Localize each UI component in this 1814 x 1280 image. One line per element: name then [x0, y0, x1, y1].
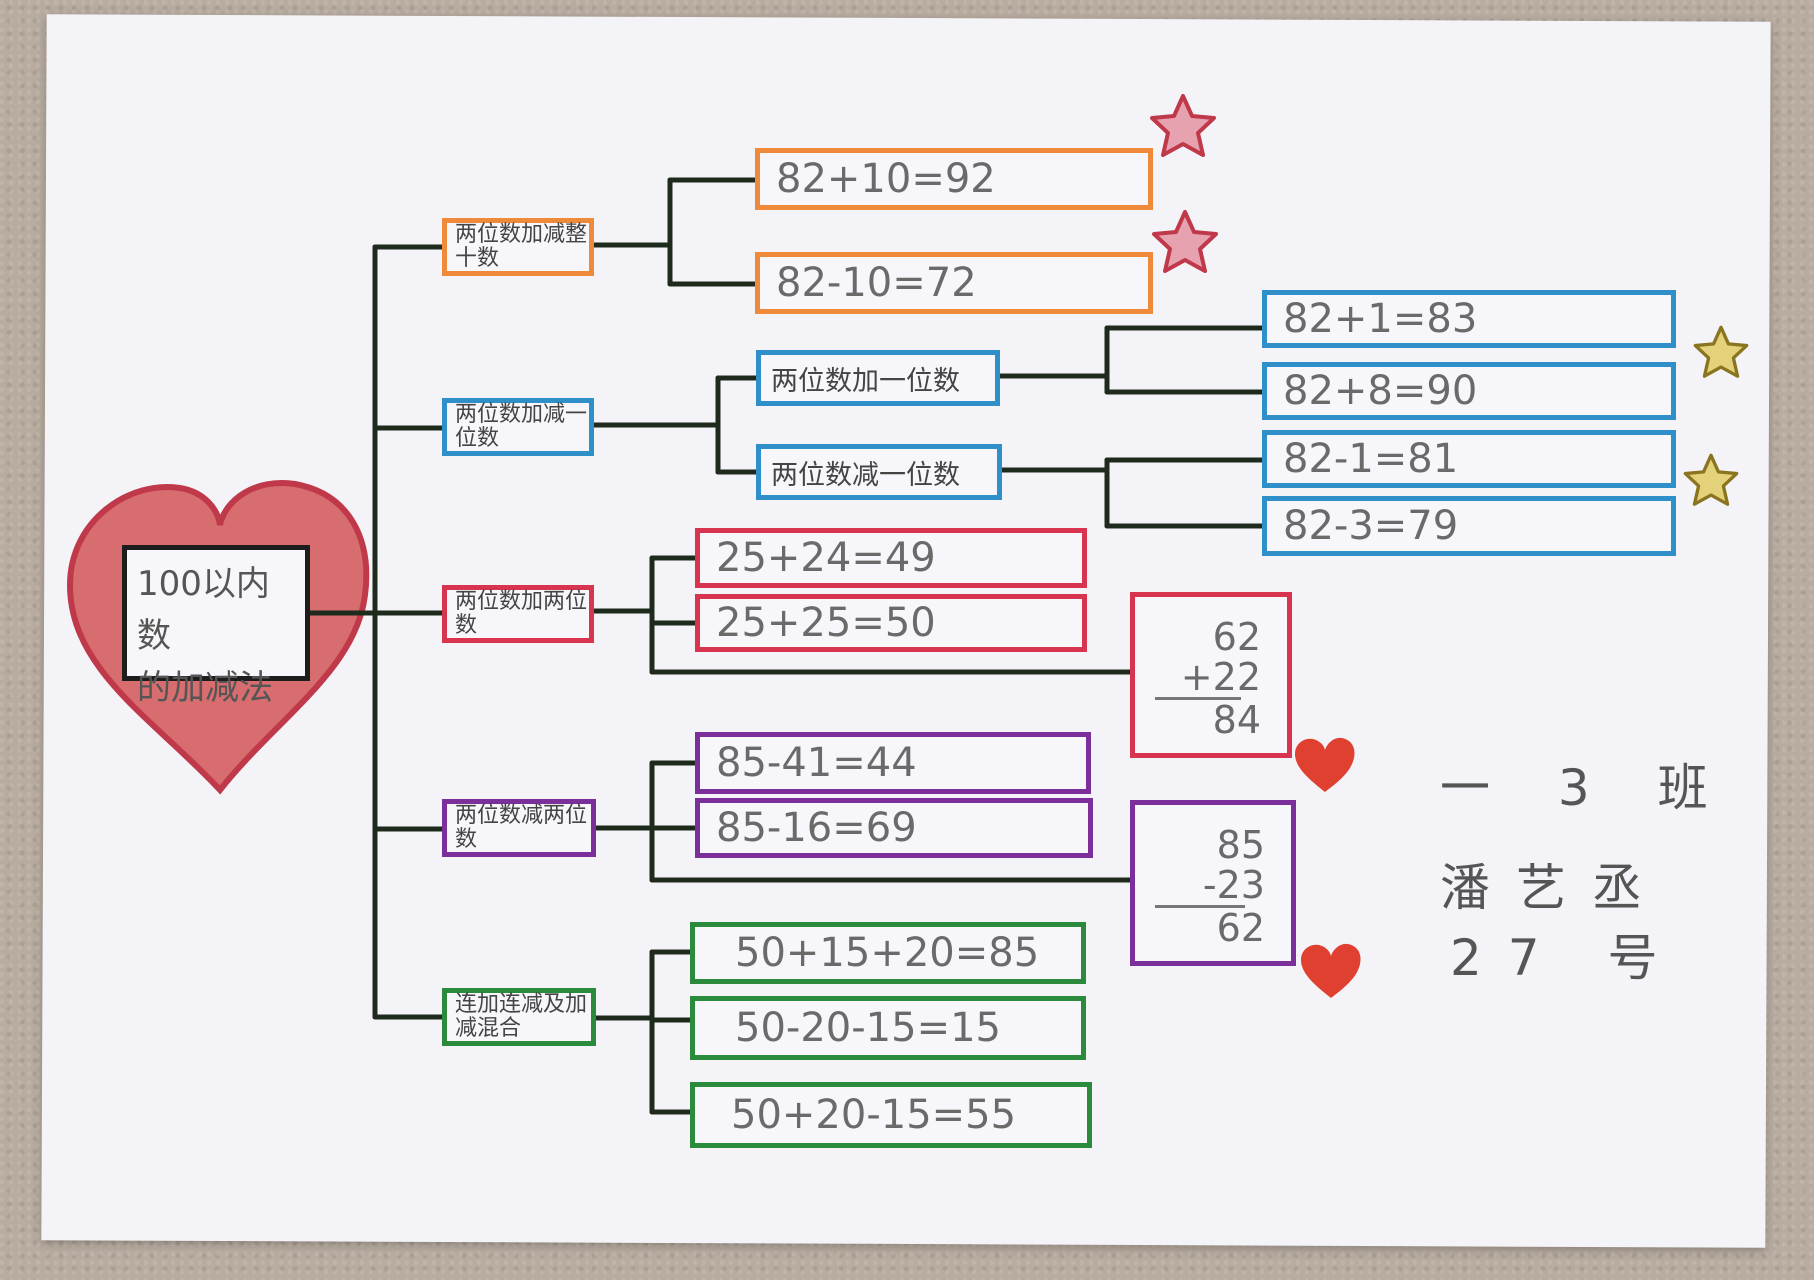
subgroup-box-add: 两位数加一位数 [756, 350, 1000, 406]
equation-box: 25+25=50 [695, 594, 1087, 652]
gold-star-icon [1692, 324, 1750, 382]
equation-box: 25+24=49 [695, 528, 1087, 588]
vertical-calc-second: -23 [1135, 865, 1265, 905]
pink-star-icon [1150, 208, 1220, 278]
vertical-calc-result: 84 [1135, 700, 1261, 740]
equation-box: 85-41=44 [695, 732, 1091, 794]
category-box-3: 两位数加两位数 [442, 585, 594, 643]
vertical-calc-box-1: 62 +22 84 [1130, 592, 1292, 758]
equation-box: 82-1=81 [1262, 430, 1676, 488]
red-heart-icon [1292, 734, 1358, 796]
signature-name: 潘艺丞 [1440, 848, 1668, 920]
signature-class: 一 3 班 [1440, 748, 1734, 820]
subgroup-box-sub: 两位数减一位数 [756, 444, 1002, 500]
vertical-calc-top: 85 [1135, 825, 1265, 865]
equation-box: 82+1=83 [1262, 290, 1676, 348]
equation-box: 82-10=72 [755, 252, 1153, 314]
vertical-calc-result: 62 [1135, 908, 1265, 948]
category-box-5: 连加连减及加减混合 [442, 988, 596, 1046]
category-box-4: 两位数减两位数 [442, 799, 596, 857]
vertical-calc-top: 62 [1135, 617, 1261, 657]
pink-star-icon [1148, 92, 1218, 162]
equation-box: 50+15+20=85 [690, 922, 1086, 984]
center-topic-line2: 的加减法 [137, 662, 295, 714]
vertical-calc-box-2: 85 -23 62 [1130, 800, 1296, 966]
equation-box: 50-20-15=15 [690, 996, 1086, 1060]
red-heart-icon [1298, 940, 1364, 1002]
gold-star-icon [1682, 452, 1740, 510]
vertical-calc-second: +22 [1135, 657, 1261, 697]
equation-box: 82-3=79 [1262, 496, 1676, 556]
category-box-2: 两位数加减一位数 [442, 398, 594, 456]
category-box-1: 两位数加减整十数 [442, 218, 594, 276]
equation-box: 50+20-15=55 [690, 1082, 1092, 1148]
center-topic-box: 100以内数 的加减法 [122, 545, 310, 681]
center-topic-line1: 100以内数 [137, 558, 295, 662]
equation-box: 82+8=90 [1262, 362, 1676, 420]
equation-box: 82+10=92 [755, 148, 1153, 210]
signature-number: 27 号 [1450, 918, 1684, 990]
equation-box: 85-16=69 [695, 798, 1093, 858]
